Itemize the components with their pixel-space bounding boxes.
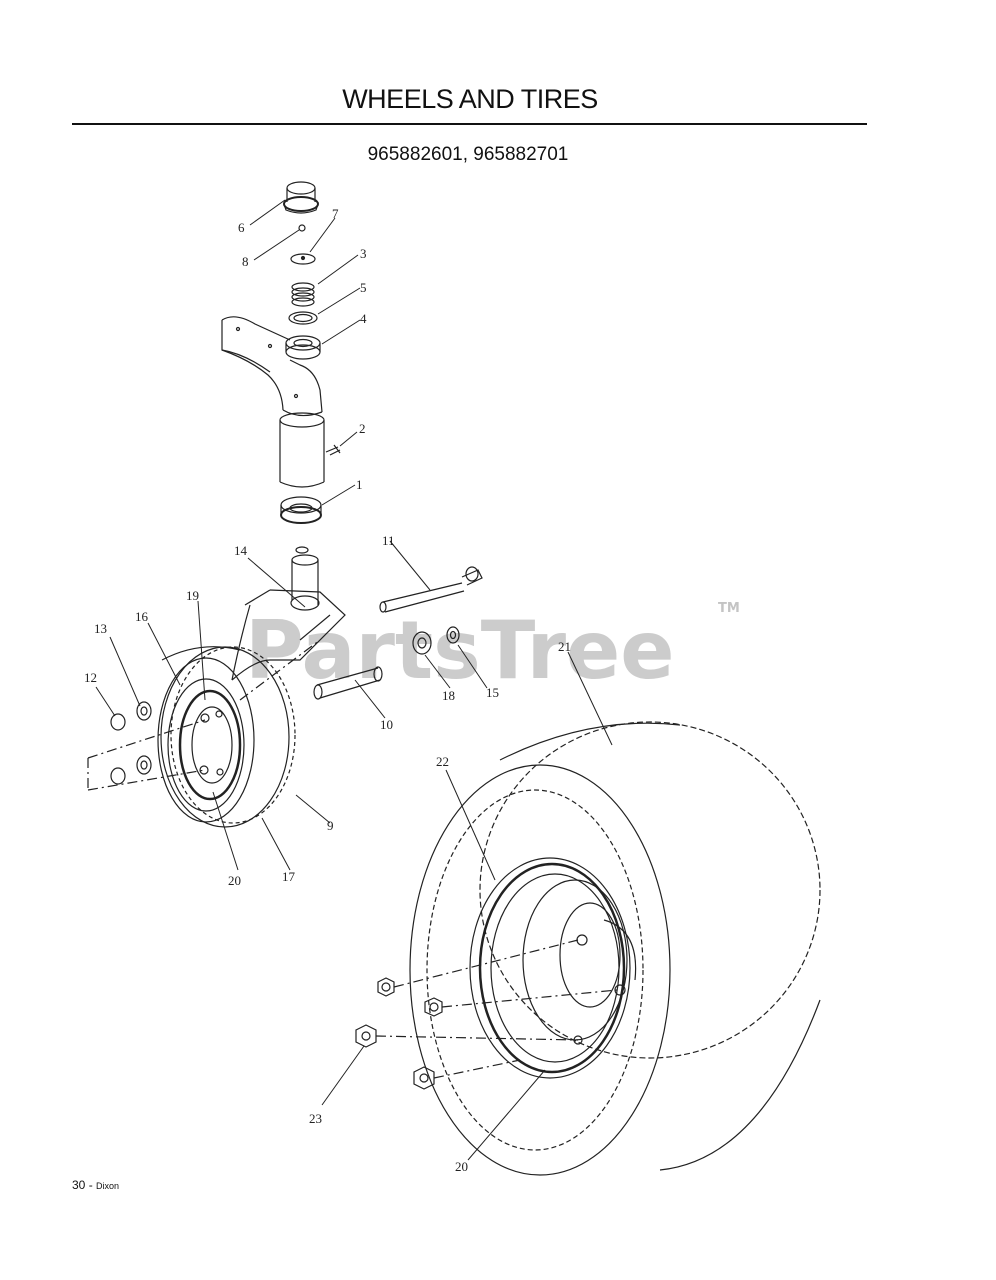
callout-1: 1 <box>356 477 363 492</box>
washer-part-15 <box>446 626 460 644</box>
callout-5: 5 <box>360 280 367 295</box>
axle-bolt-part-11 <box>379 566 483 613</box>
callout-16: 16 <box>135 609 149 624</box>
callout-numbers: 1 2 3 4 5 6 7 8 9 10 11 12 13 14 15 16 1… <box>84 206 571 1174</box>
callout-12: 12 <box>84 670 97 685</box>
page-title: WHEELS AND TIRES <box>342 84 598 114</box>
bearing-part-4 <box>285 335 321 360</box>
bearing-part-1 <box>280 496 322 524</box>
callout-13: 13 <box>94 621 107 636</box>
callout-17: 17 <box>282 869 296 884</box>
title-rule <box>72 123 867 125</box>
spacer-part-10 <box>313 666 383 700</box>
seal-part-5 <box>288 311 318 325</box>
drawing-lines <box>87 181 821 1176</box>
callout-10: 10 <box>380 717 393 732</box>
caster-wheel <box>157 646 296 828</box>
callout-20-caster: 20 <box>228 873 241 888</box>
bushing-part-18 <box>412 631 432 655</box>
callout-21: 21 <box>558 639 571 654</box>
nut-part-8 <box>298 224 306 232</box>
washer-part-7 <box>290 253 316 265</box>
callout-23: 23 <box>309 1111 322 1126</box>
callout-22: 22 <box>436 754 449 769</box>
model-numbers: 965882601, 965882701 <box>367 144 569 165</box>
callout-11: 11 <box>382 533 395 548</box>
rear-wheel-lug-nuts <box>355 977 443 1090</box>
callout-7: 7 <box>332 206 339 221</box>
spring-part-3 <box>291 282 315 307</box>
callout-14: 14 <box>234 543 248 558</box>
callout-19: 19 <box>186 588 199 603</box>
footer-separator: - <box>85 1178 97 1192</box>
pivot-tube <box>279 412 325 488</box>
frame-arm <box>221 316 323 417</box>
watermark: PartsTree TM <box>245 601 740 697</box>
callout-9: 9 <box>327 818 334 833</box>
watermark-trademark: TM <box>718 601 740 616</box>
callout-20-rear: 20 <box>455 1159 468 1174</box>
callout-18: 18 <box>442 688 455 703</box>
caster-lug-hardware <box>110 701 152 785</box>
page-footer: 30 - Dixon <box>72 1178 119 1192</box>
grease-fitting-part-2 <box>325 444 341 456</box>
leader-lines <box>95 199 613 1161</box>
rear-wheel-centerlines <box>375 939 618 1079</box>
callout-15: 15 <box>486 685 499 700</box>
footer-brand: Dixon <box>96 1181 120 1191</box>
callout-3: 3 <box>360 246 367 261</box>
rear-wheel <box>409 721 821 1176</box>
callout-8: 8 <box>242 254 249 269</box>
callout-6: 6 <box>238 220 245 235</box>
page-number: 30 <box>72 1178 86 1192</box>
callout-2: 2 <box>359 421 366 436</box>
watermark-text: PartsTree <box>245 604 675 697</box>
caster-centerlines <box>87 639 321 791</box>
dust-cap-part <box>283 181 319 214</box>
callout-4: 4 <box>360 311 367 326</box>
